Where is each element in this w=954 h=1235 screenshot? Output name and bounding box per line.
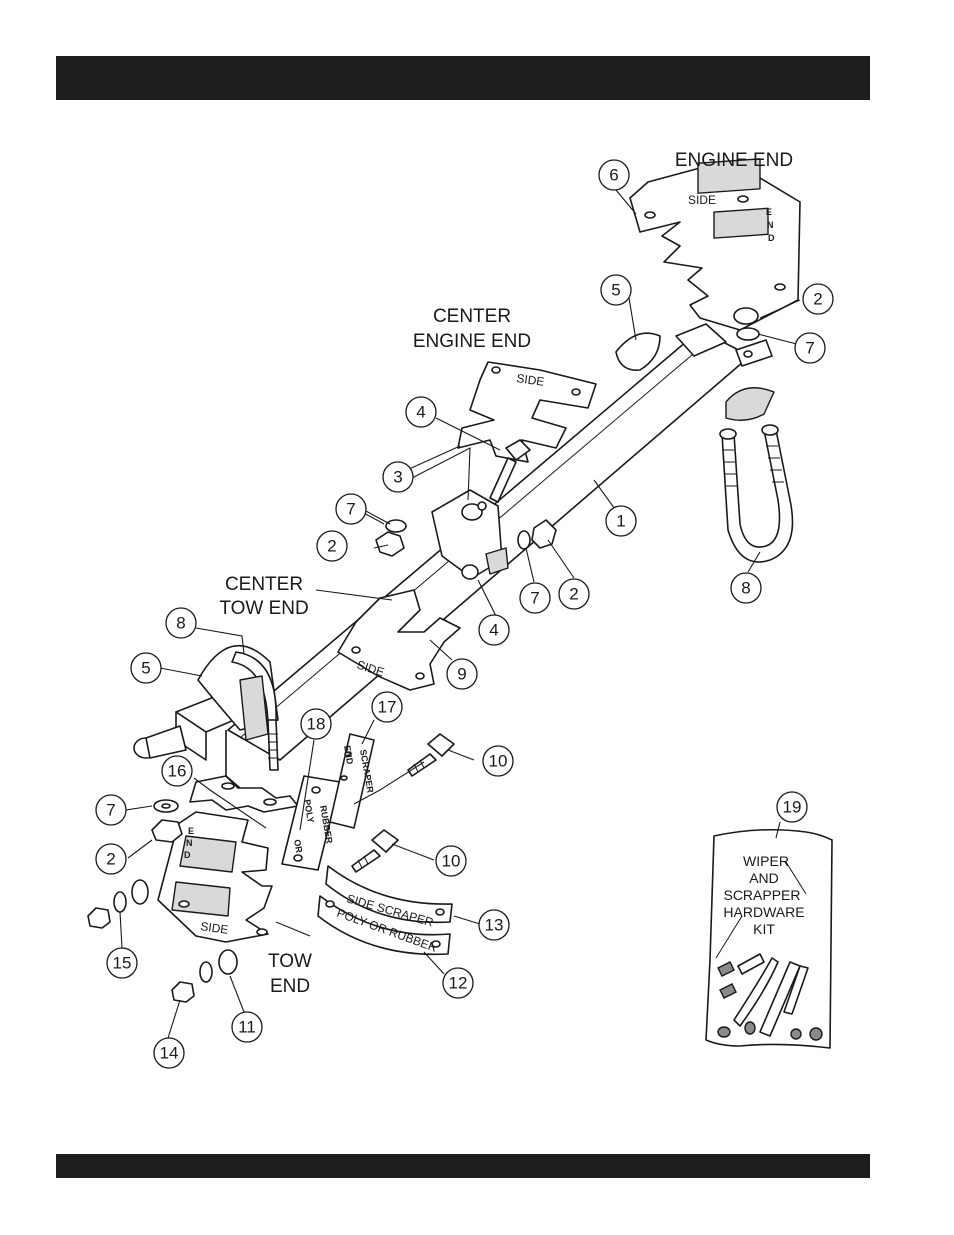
callout-7-tow: 7 <box>96 795 126 825</box>
svg-text:13: 13 <box>485 916 504 935</box>
svg-text:1: 1 <box>616 512 625 531</box>
svg-text:15: 15 <box>113 954 132 973</box>
svg-text:6: 6 <box>609 166 618 185</box>
svg-text:7: 7 <box>530 589 539 608</box>
label-tow-end-1: TOW <box>268 951 312 972</box>
stamp-side-engine: SIDE <box>688 193 716 207</box>
callout-1: 1 <box>606 506 636 536</box>
svg-text:12: 12 <box>449 974 468 993</box>
stamp-tow-d: D <box>184 850 191 860</box>
callout-2-center-left: 2 <box>317 531 347 561</box>
svg-text:8: 8 <box>741 579 750 598</box>
callout-16: 16 <box>162 756 192 786</box>
kit-line-3: SCRAPPER <box>723 887 800 903</box>
svg-text:5: 5 <box>611 281 620 300</box>
svg-text:7: 7 <box>805 339 814 358</box>
callout-8-left: 8 <box>166 608 196 638</box>
callout-4-top: 4 <box>406 397 436 427</box>
callout-5-left: 5 <box>131 653 161 683</box>
callout-7-center-left: 7 <box>336 494 366 524</box>
svg-text:2: 2 <box>569 585 578 604</box>
callout-2-tow: 2 <box>96 844 126 874</box>
stamp-tow-e: E <box>188 826 194 836</box>
svg-text:16: 16 <box>168 762 187 781</box>
callout-2-engine: 2 <box>803 284 833 314</box>
u-bolt-right <box>720 425 793 562</box>
stamp-end-e: E <box>766 207 772 217</box>
svg-text:10: 10 <box>442 852 461 871</box>
svg-text:18: 18 <box>307 715 326 734</box>
kit-line-2: AND <box>749 870 779 886</box>
callout-19: 19 <box>777 792 807 822</box>
engine-end-wiper: SIDE E N D <box>630 159 800 330</box>
hardware-14-11 <box>172 950 237 1002</box>
kit-line-4: HARDWARE <box>723 904 804 920</box>
svg-text:7: 7 <box>106 801 115 820</box>
label-tow-end-2: END <box>270 976 310 997</box>
bolt-10-upper <box>408 734 454 776</box>
callout-18: 18 <box>301 709 331 739</box>
callout-12: 12 <box>443 968 473 998</box>
svg-text:4: 4 <box>416 403 425 422</box>
callout-10-lower: 10 <box>436 846 466 876</box>
svg-text:7: 7 <box>346 500 355 519</box>
svg-text:8: 8 <box>176 614 185 633</box>
tow-end-hardware <box>152 800 182 842</box>
callout-2-center-right: 2 <box>559 579 589 609</box>
stamp-end-n: N <box>767 220 774 230</box>
center-hardware-left <box>376 520 406 556</box>
callout-7-engine: 7 <box>795 333 825 363</box>
svg-text:11: 11 <box>238 1018 256 1037</box>
bolt-10-lower <box>352 830 398 872</box>
label-center-tow-end-1: CENTER <box>225 574 303 595</box>
callout-10-upper: 10 <box>483 746 513 776</box>
svg-text:3: 3 <box>393 468 402 487</box>
callout-4-bottom: 4 <box>479 615 509 645</box>
label-engine-end: ENGINE END <box>675 150 793 171</box>
svg-text:4: 4 <box>489 621 498 640</box>
stamp-end-d: D <box>768 233 775 243</box>
svg-text:2: 2 <box>327 537 336 556</box>
callout-13: 13 <box>479 910 509 940</box>
svg-text:17: 17 <box>378 698 397 717</box>
callout-17: 17 <box>372 692 402 722</box>
callout-7-center-right: 7 <box>520 583 550 613</box>
kit-line-1: WIPER <box>743 853 789 869</box>
svg-text:5: 5 <box>141 659 150 678</box>
hardware-15 <box>88 880 148 928</box>
label-center-engine-end-2: ENGINE END <box>413 331 531 352</box>
label-center-engine-end-1: CENTER <box>433 306 511 327</box>
svg-text:2: 2 <box>106 850 115 869</box>
svg-text:14: 14 <box>160 1044 179 1063</box>
stamp-tow-n: N <box>186 838 193 848</box>
callout-11: 11 <box>232 1012 262 1042</box>
callout-14: 14 <box>154 1038 184 1068</box>
svg-text:10: 10 <box>489 752 508 771</box>
kit-line-5: KIT <box>753 921 775 937</box>
label-center-tow-end-2: TOW END <box>219 598 308 619</box>
svg-text:2: 2 <box>813 290 822 309</box>
callout-3: 3 <box>383 462 413 492</box>
callout-15: 15 <box>107 948 137 978</box>
svg-text:19: 19 <box>783 798 802 817</box>
callout-8-right: 8 <box>731 573 761 603</box>
hardware-kit-19: WIPER AND SCRAPPER HARDWARE KIT <box>706 830 832 1048</box>
callout-9: 9 <box>447 659 477 689</box>
callout-5-right: 5 <box>601 275 631 305</box>
callout-6: 6 <box>599 160 629 190</box>
svg-text:9: 9 <box>457 665 466 684</box>
